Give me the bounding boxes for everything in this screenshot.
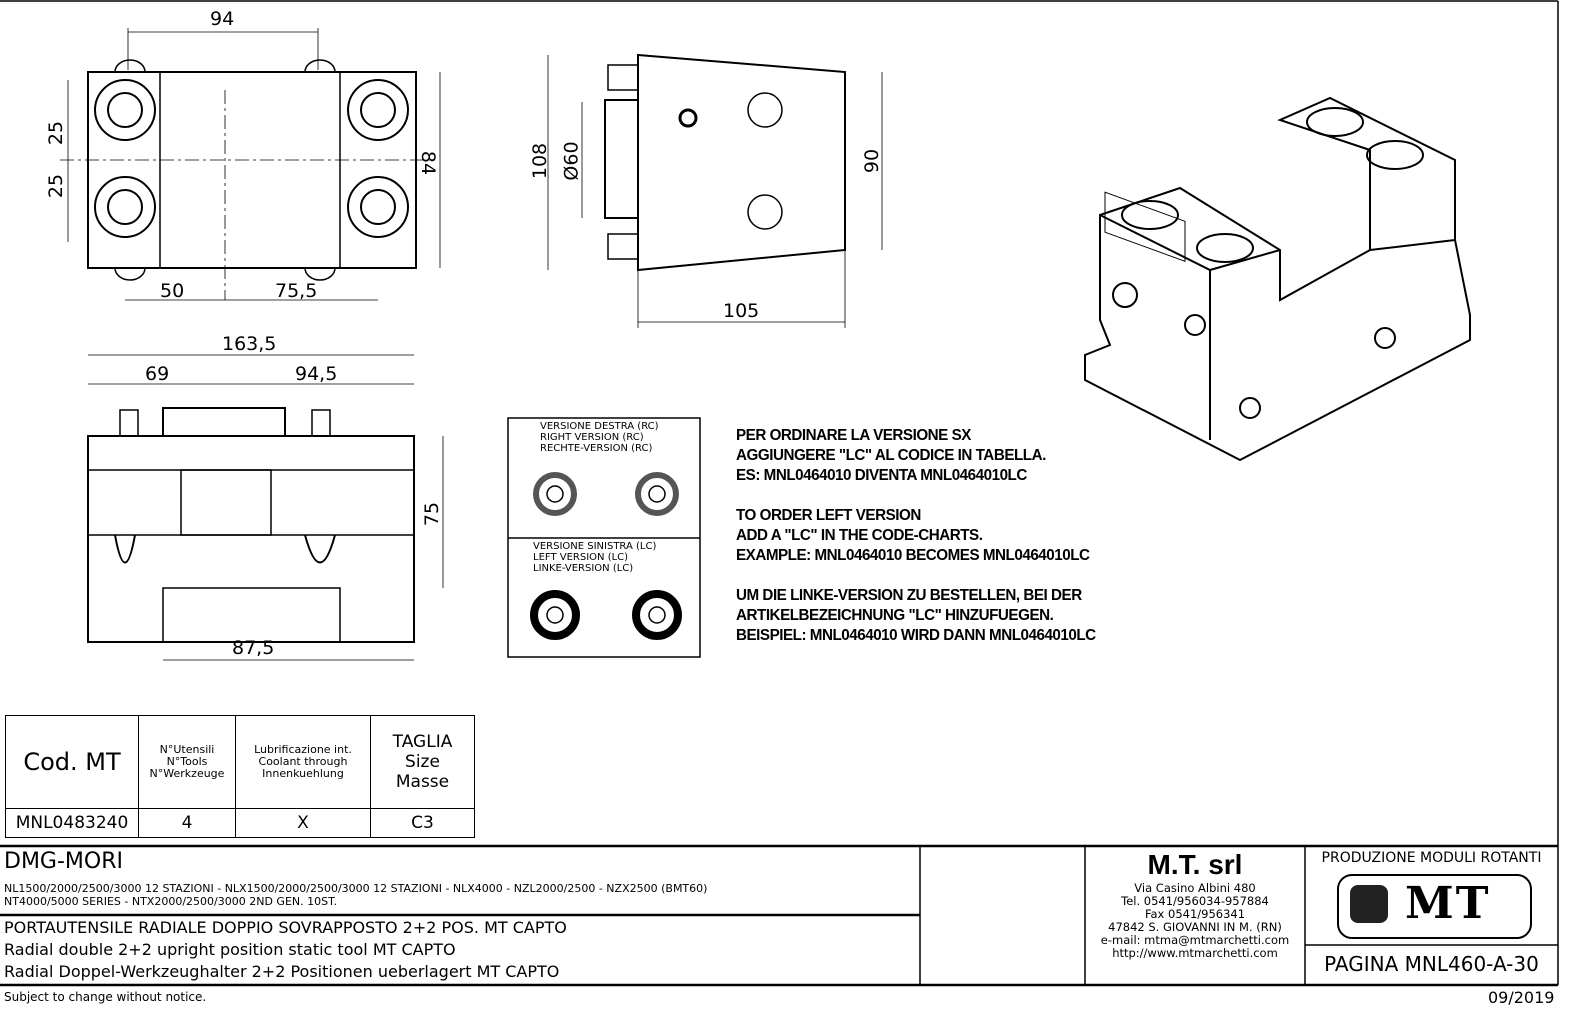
dim-pitch-a: 25 bbox=[45, 120, 68, 146]
cell-size: C3 bbox=[370, 808, 475, 838]
right-version-label: VERSIONE DESTRA (RC) RIGHT VERSION (RC) … bbox=[540, 421, 659, 454]
dim-pitch-b: 25 bbox=[45, 173, 68, 199]
parts-table: Cod. MT N°Utensili N°Tools N°Werkzeuge L… bbox=[5, 715, 475, 838]
company-block: M.T. srl Via Casino Albini 480 Tel. 0541… bbox=[1085, 848, 1305, 960]
mt-logo: MT bbox=[1405, 878, 1491, 929]
side-view bbox=[547, 53, 883, 328]
disclaimer: Subject to change without notice. bbox=[4, 990, 207, 1004]
dim-offset-left: 50 bbox=[160, 280, 185, 302]
dim-height: 84 bbox=[417, 150, 440, 176]
address-fax: Fax 0541/956341 bbox=[1144, 907, 1246, 921]
division-label: PRODUZIONE MODULI ROTANTI bbox=[1321, 850, 1542, 866]
dim-front-height: 75 bbox=[421, 501, 444, 527]
address-tel: Tel. 0541/956034-957884 bbox=[1121, 894, 1269, 908]
title-block-lines bbox=[0, 844, 1558, 987]
header-size: TAGLIA Size Masse bbox=[370, 715, 475, 809]
ordering-notes: PER ORDINARE LA VERSIONE SX AGGIUNGERE "… bbox=[736, 426, 1096, 666]
cell-coolant: X bbox=[235, 808, 371, 838]
dim-offset-right: 75,5 bbox=[275, 280, 318, 302]
header-code: Cod. MT bbox=[5, 715, 139, 809]
address-website[interactable]: http://www.mtmarchetti.com bbox=[1112, 946, 1278, 960]
header-tools: N°Utensili N°Tools N°Werkzeuge bbox=[138, 715, 236, 809]
dim-total: 163,5 bbox=[222, 333, 277, 355]
left-version-label: VERSIONE SINISTRA (LC) LEFT VERSION (LC)… bbox=[533, 541, 656, 574]
address-street: Via Casino Albini 480 bbox=[1134, 881, 1256, 895]
left-version-de: LINKE-VERSION (LC) bbox=[533, 563, 634, 574]
note-en: TO ORDER LEFT VERSION ADD A "LC" IN THE … bbox=[736, 507, 1090, 564]
tool-logo-icon bbox=[1350, 885, 1388, 923]
dim-width: 94 bbox=[210, 8, 235, 30]
machine-brand: DMG-MORI bbox=[4, 849, 123, 874]
cell-code: MNL0483240 bbox=[5, 808, 139, 838]
models-line-2: NT4000/5000 SERIES - NTX2000/2500/3000 2… bbox=[4, 895, 338, 908]
descriptions: PORTAUTENSILE RADIALE DOPPIO SOVRAPPOSTO… bbox=[4, 917, 567, 983]
right-version-de: RECHTE-VERSION (RC) bbox=[540, 443, 653, 454]
note-de: UM DIE LINKE-VERSION ZU BESTELLEN, BEI D… bbox=[736, 587, 1096, 644]
desc-en: Radial double 2+2 upright position stati… bbox=[4, 940, 456, 959]
cell-tools: 4 bbox=[138, 808, 236, 838]
models-list: NL1500/2000/2500/3000 12 STAZIONI - NLX1… bbox=[4, 882, 707, 908]
company-name: M.T. srl bbox=[1147, 849, 1243, 880]
top-view bbox=[60, 28, 441, 301]
note-it: PER ORDINARE LA VERSIONE SX AGGIUNGERE "… bbox=[736, 427, 1046, 484]
right-version-en: RIGHT VERSION (RC) bbox=[540, 432, 644, 443]
page-number: PAGINA MNL460-A-30 bbox=[1324, 952, 1539, 976]
left-version-en: LEFT VERSION (LC) bbox=[533, 552, 629, 563]
dim-side-height: 108 bbox=[529, 142, 552, 180]
revision-date: 09/2019 bbox=[1488, 988, 1555, 1007]
left-version-it: VERSIONE SINISTRA (LC) bbox=[533, 541, 657, 552]
dim-diameter: Ø60 bbox=[560, 141, 583, 181]
version-box bbox=[507, 417, 701, 658]
desc-de: Radial Doppel-Werkzeughalter 2+2 Positio… bbox=[4, 962, 560, 981]
dim-front-right: 94,5 bbox=[295, 363, 338, 385]
address-email[interactable]: e-mail: mtma@mtmarchetti.com bbox=[1100, 933, 1290, 947]
right-version-it: VERSIONE DESTRA (RC) bbox=[540, 421, 659, 432]
table-row: MNL0483240 4 X C3 bbox=[5, 808, 475, 838]
dim-depth: 105 bbox=[723, 300, 760, 322]
desc-it: PORTAUTENSILE RADIALE DOPPIO SOVRAPPOSTO… bbox=[4, 918, 567, 937]
models-line-1: NL1500/2000/2500/3000 12 STAZIONI - NLX1… bbox=[4, 882, 708, 895]
header-coolant: Lubrificazione int. Coolant through Inne… bbox=[235, 715, 371, 809]
dim-front-bottom: 87,5 bbox=[232, 637, 275, 659]
isometric-view bbox=[1084, 96, 1471, 462]
address-city: 47842 S. GIOVANNI IN M. (RN) bbox=[1108, 920, 1282, 934]
front-view bbox=[87, 354, 444, 661]
dim-side-inner: 90 bbox=[861, 148, 884, 174]
dim-front-left: 69 bbox=[145, 363, 170, 385]
